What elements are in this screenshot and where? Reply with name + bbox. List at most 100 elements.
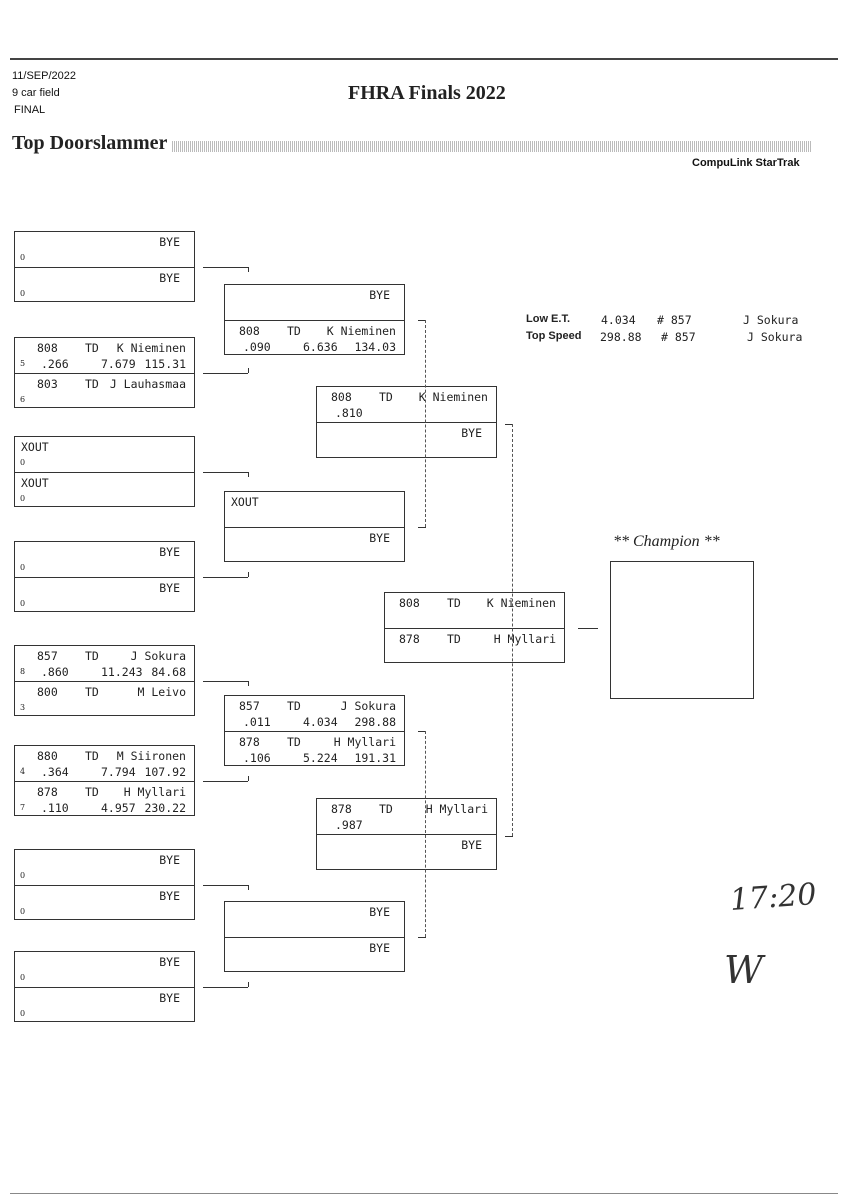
competitor-slot[interactable]: BYE — [317, 834, 496, 870]
bottom-rule — [10, 1193, 838, 1194]
driver-name: K Nieminen — [116, 341, 186, 355]
bracket-connector — [248, 776, 249, 781]
seed-number: 0 — [20, 288, 26, 298]
car-number: 878 — [37, 784, 58, 799]
car-class: TD — [447, 596, 461, 610]
competitor-slot[interactable]: BYE — [317, 422, 496, 458]
top-speed-value: 298.88 — [600, 330, 642, 344]
field-size: 9 car field — [12, 87, 60, 99]
bracket-connector — [418, 320, 426, 321]
driver-name: BYE — [159, 235, 180, 249]
champion-box — [610, 561, 754, 699]
trap-speed: 84.68 — [151, 665, 186, 679]
driver-name: BYE — [159, 990, 180, 1005]
category-title: Top Doorslammer — [12, 132, 168, 154]
bracket-connector — [203, 681, 248, 682]
car-number: 808 — [239, 323, 260, 338]
reaction-time: .106 — [243, 750, 271, 765]
software-label: CompuLink StarTrak — [692, 157, 800, 169]
reaction-time: .810 — [335, 406, 363, 420]
car-number: 857 — [37, 649, 58, 663]
elapsed-time: 7.794 — [101, 765, 136, 779]
car-number: 857 — [239, 699, 260, 713]
reaction-time: .110 — [41, 800, 69, 815]
car-class: TD — [85, 749, 99, 763]
car-class: TD — [85, 376, 99, 391]
seed-number: 6 — [20, 394, 26, 404]
competitor-slot[interactable]: BYE 0 — [15, 232, 194, 267]
elapsed-time: 7.679 — [101, 357, 136, 371]
competitor-slot[interactable]: BYE 0 — [15, 884, 194, 921]
elapsed-time: 4.034 — [303, 715, 338, 729]
driver-name: BYE — [159, 955, 180, 969]
champion-label: ** Champion ** — [613, 533, 720, 550]
driver-name: K Nieminen — [418, 390, 488, 404]
seed-number: 3 — [20, 702, 26, 712]
driver-name: H Myllari — [333, 734, 396, 749]
driver-name: K Nieminen — [326, 323, 396, 338]
driver-name: BYE — [461, 426, 482, 440]
competitor-slot[interactable]: BYE — [225, 526, 404, 563]
seed-number: 7 — [20, 802, 26, 812]
car-number: 808 — [37, 341, 58, 355]
driver-name: H Myllari — [493, 631, 556, 646]
car-number: 880 — [37, 749, 58, 763]
driver-name: BYE — [159, 580, 180, 595]
driver-name: J Lauhasmaa — [109, 376, 186, 391]
bracket-connector — [203, 577, 248, 578]
bracket-connector — [418, 731, 426, 732]
bracket-connector — [248, 885, 249, 890]
bracket-connector — [248, 472, 249, 477]
seed-number: 0 — [20, 906, 26, 916]
competitor-slot[interactable]: XOUT — [225, 492, 404, 527]
driver-name: BYE — [369, 288, 390, 302]
competitor-slot[interactable]: BYE — [225, 936, 404, 973]
seed-number: 0 — [20, 458, 26, 467]
competitor-slot[interactable]: BYE — [225, 902, 404, 937]
competitor-slot[interactable]: BYE — [225, 285, 404, 320]
driver-name: K Nieminen — [486, 596, 556, 610]
reaction-time: .364 — [41, 765, 69, 779]
seed-number: 0 — [20, 871, 26, 880]
driver-name: BYE — [159, 545, 180, 559]
seed-number: 0 — [20, 253, 26, 262]
driver-name: BYE — [159, 888, 180, 903]
bracket-connector — [203, 781, 248, 782]
